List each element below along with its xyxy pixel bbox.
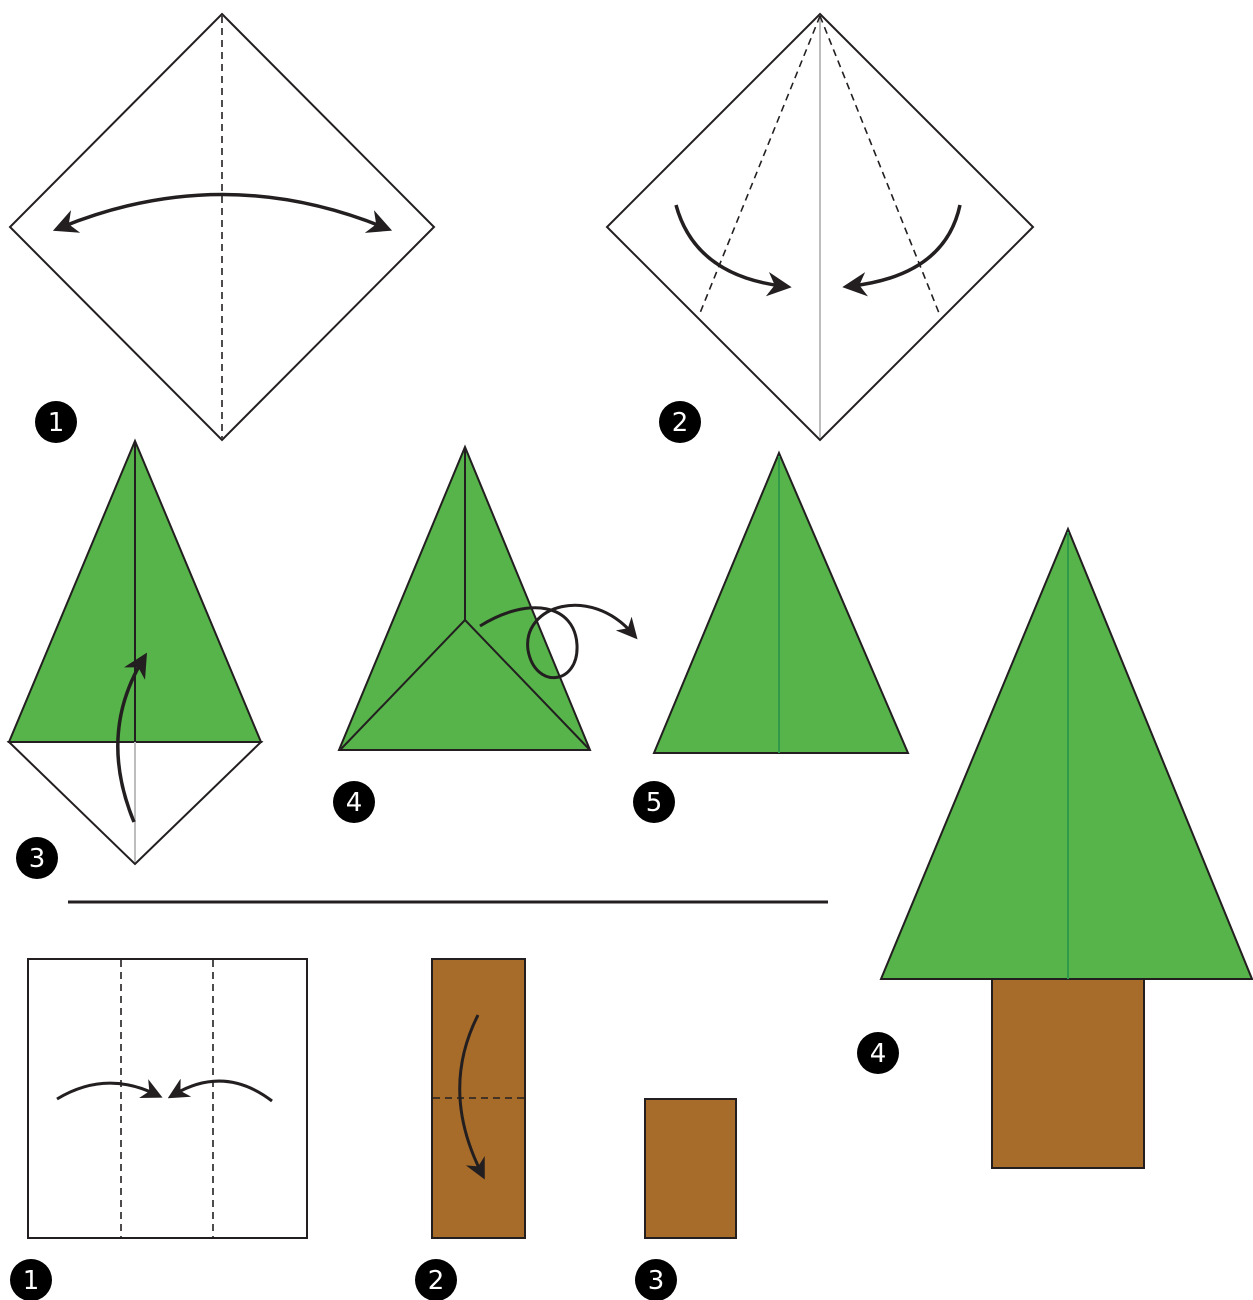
step-number: 4: [870, 1039, 887, 1069]
step-number: 2: [428, 1266, 445, 1296]
paper-square: [28, 959, 307, 1238]
tree-step-3: 3: [9, 441, 261, 879]
step-number: 5: [646, 788, 663, 818]
step-number: 1: [23, 1266, 40, 1296]
tree-step-1: 1: [10, 14, 434, 443]
trunk-step-3: 3: [635, 1099, 736, 1300]
step-number: 2: [672, 408, 689, 438]
tree-step-5: 5: [633, 453, 908, 823]
tree-trunk: [992, 977, 1144, 1168]
trunk-step-2: 2: [415, 959, 525, 1300]
step-number: 3: [648, 1266, 665, 1296]
green-triangle: [654, 453, 908, 753]
tree-step-2: 2: [607, 14, 1033, 443]
step-number: 4: [346, 788, 363, 818]
step-number: 3: [29, 844, 46, 874]
trunk-step-1: 1: [10, 959, 307, 1300]
tree-crown: [881, 529, 1252, 979]
final-assembled-tree: 4: [857, 529, 1252, 1168]
step-number: 1: [48, 408, 65, 438]
tree-step-4: 4: [333, 447, 632, 823]
brown-trunk: [645, 1099, 736, 1238]
